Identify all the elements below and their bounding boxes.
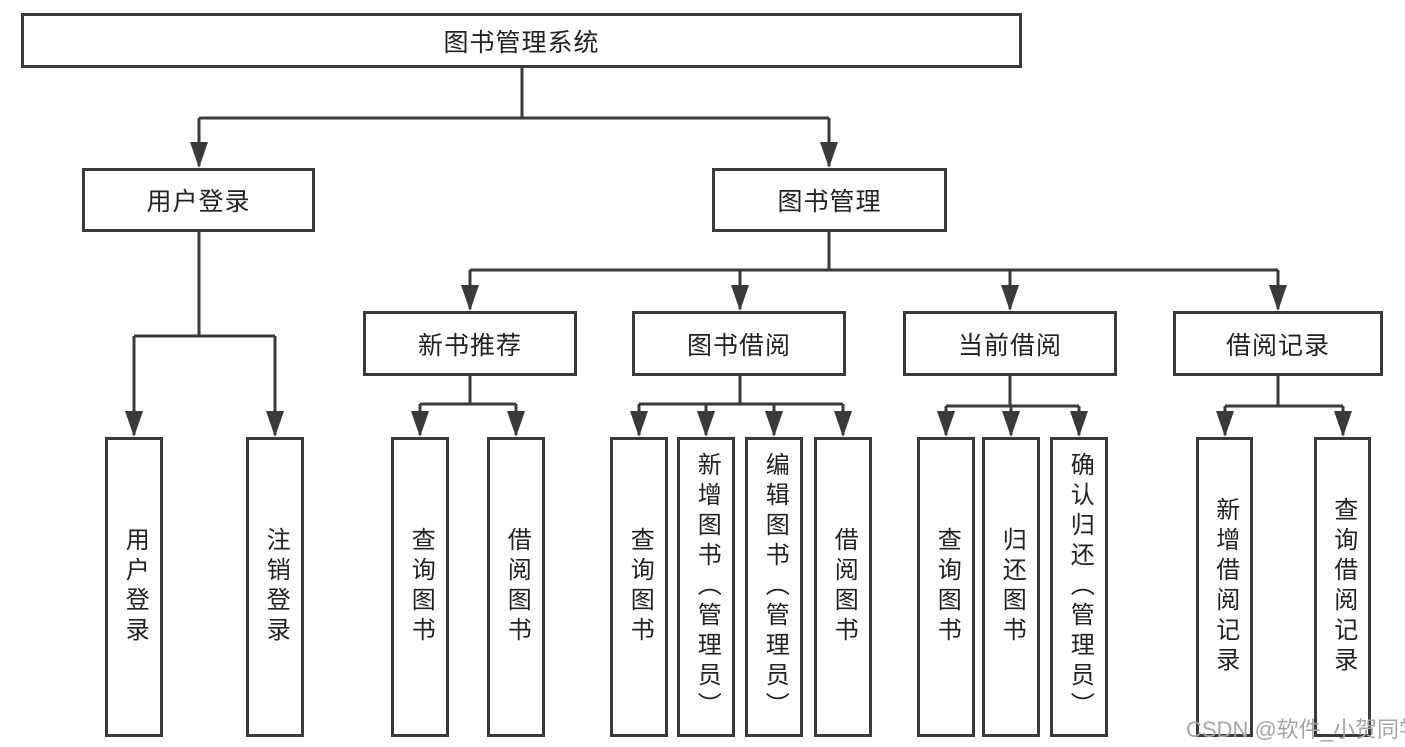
node-borrowing-records: 借阅记录 [1173, 311, 1383, 376]
arrow-down-icon [1269, 285, 1287, 311]
arrow-down-icon [507, 411, 525, 437]
arrow-down-icon [125, 411, 143, 437]
arrow-down-icon [1334, 411, 1352, 437]
arrow-down-icon [190, 142, 208, 168]
node-label: 借阅图书 [830, 527, 858, 647]
arrow-down-icon [937, 411, 955, 437]
node-label: 查询借阅记录 [1329, 497, 1357, 677]
leaf-logout: 注销登录 [246, 437, 304, 737]
arrow-down-icon [731, 285, 749, 311]
node-label: 借阅记录 [1225, 331, 1330, 360]
node-book-borrowing: 图书借阅 [632, 311, 846, 376]
node-label: 确认归还（管理员） [1066, 452, 1094, 722]
node-library-management-system: 图书管理系统 [21, 13, 1022, 68]
arrow-down-icon [1216, 411, 1234, 437]
node-label: 借阅图书 [503, 527, 531, 647]
leaf-user-login: 用户登录 [105, 437, 163, 737]
node-new-book-recommendation: 新书推荐 [363, 311, 577, 376]
leaf-return-book: 归还图书 [982, 437, 1040, 737]
node-label: 查询图书 [933, 527, 961, 647]
node-label: 新增图书（管理员） [693, 452, 721, 722]
arrow-down-icon [411, 411, 429, 437]
arrow-down-icon [1001, 285, 1019, 311]
leaf-query-borrow-record: 查询借阅记录 [1314, 437, 1371, 737]
node-book-management: 图书管理 [712, 168, 947, 232]
leaf-edit-book-admin: 编辑图书（管理员） [745, 437, 803, 737]
arrowhead-icons [125, 142, 1352, 437]
arrow-down-icon [461, 285, 479, 311]
arrow-down-icon [697, 411, 715, 437]
node-label: 归还图书 [998, 527, 1026, 647]
node-label: 当前借阅 [957, 331, 1062, 360]
connector-path [132, 68, 1345, 435]
node-label: 图书管理系统 [443, 28, 600, 57]
arrow-down-icon [765, 411, 783, 437]
leaf-borrow-books-recommend: 借阅图书 [487, 437, 545, 737]
node-user-login: 用户登录 [82, 168, 315, 232]
arrow-down-icon [1002, 411, 1020, 437]
node-label: 新书推荐 [417, 331, 522, 360]
node-label: 新增借阅记录 [1211, 497, 1239, 677]
leaf-confirm-return-admin: 确认归还（管理员） [1050, 437, 1108, 737]
watermark-text: CSDN @软件_小贺同学 [1186, 717, 1405, 742]
leaf-borrow-books: 借阅图书 [814, 437, 872, 737]
leaf-query-books-recommend: 查询图书 [391, 437, 449, 737]
arrow-down-icon [834, 411, 852, 437]
node-label: 图书管理 [777, 188, 882, 216]
arrow-down-icon [1070, 411, 1088, 437]
node-label: 用户登录 [146, 188, 251, 216]
leaf-query-books-borrow: 查询图书 [610, 437, 668, 737]
arrow-down-icon [820, 142, 838, 168]
node-label: 用户登录 [121, 527, 149, 647]
arrow-down-icon [266, 411, 284, 437]
leaf-add-book-admin: 新增图书（管理员） [677, 437, 735, 737]
node-current-borrowing: 当前借阅 [903, 311, 1117, 376]
node-label: 编辑图书（管理员） [761, 452, 789, 722]
leaf-query-books-current: 查询图书 [917, 437, 975, 737]
arrow-down-icon [630, 411, 648, 437]
node-label: 图书借阅 [686, 331, 791, 360]
leaf-add-borrow-record: 新增借阅记录 [1196, 437, 1253, 737]
node-label: 查询图书 [407, 527, 435, 647]
node-label: 注销登录 [262, 527, 290, 647]
node-label: 查询图书 [626, 527, 654, 647]
